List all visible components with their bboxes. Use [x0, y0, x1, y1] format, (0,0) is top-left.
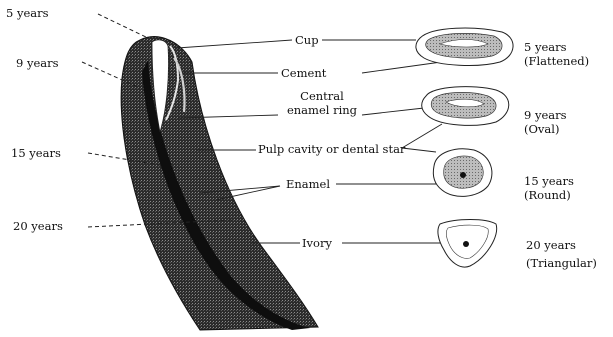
section-shape-15: (Round) — [524, 188, 574, 202]
label-pulp-cavity: Pulp cavity or dental star — [258, 142, 405, 156]
section-label-15: 15 years (Round) — [524, 174, 574, 202]
section-label-5: 5 years (Flattened) — [524, 40, 589, 68]
label-cement: Cement — [281, 66, 326, 80]
label-central-enamel-ring: Central enamel ring — [282, 89, 362, 117]
section-label-20: 20 years (Triangular) — [526, 238, 597, 270]
label-ivory: Ivory — [302, 236, 332, 250]
section-shape-20: (Triangular) — [526, 256, 597, 270]
label-enamel: Enamel — [286, 177, 330, 191]
cross-section-20-years — [438, 220, 497, 268]
section-age-20: 20 years — [526, 238, 597, 252]
section-age-5: 5 years — [524, 40, 589, 54]
section-shape-9: (Oval) — [524, 122, 567, 136]
label-cup: Cup — [295, 33, 319, 47]
label-central-enamel-ring-line2: enamel ring — [282, 103, 362, 117]
left-age-label-9: 9 years — [16, 56, 59, 70]
age-line-5 — [98, 14, 148, 38]
left-age-label-20: 20 years — [13, 219, 63, 233]
left-age-label-15: 15 years — [11, 146, 61, 160]
section-age-9: 9 years — [524, 108, 567, 122]
cross-section-9-years — [422, 87, 509, 126]
label-central-enamel-ring-line1: Central — [282, 89, 362, 103]
section-age-15: 15 years — [524, 174, 574, 188]
cross-section-5-years — [416, 28, 513, 65]
left-age-label-5: 5 years — [6, 6, 49, 20]
cross-section-15-years — [433, 149, 492, 197]
section-label-9: 9 years (Oval) — [524, 108, 567, 136]
section-shape-5: (Flattened) — [524, 54, 589, 68]
